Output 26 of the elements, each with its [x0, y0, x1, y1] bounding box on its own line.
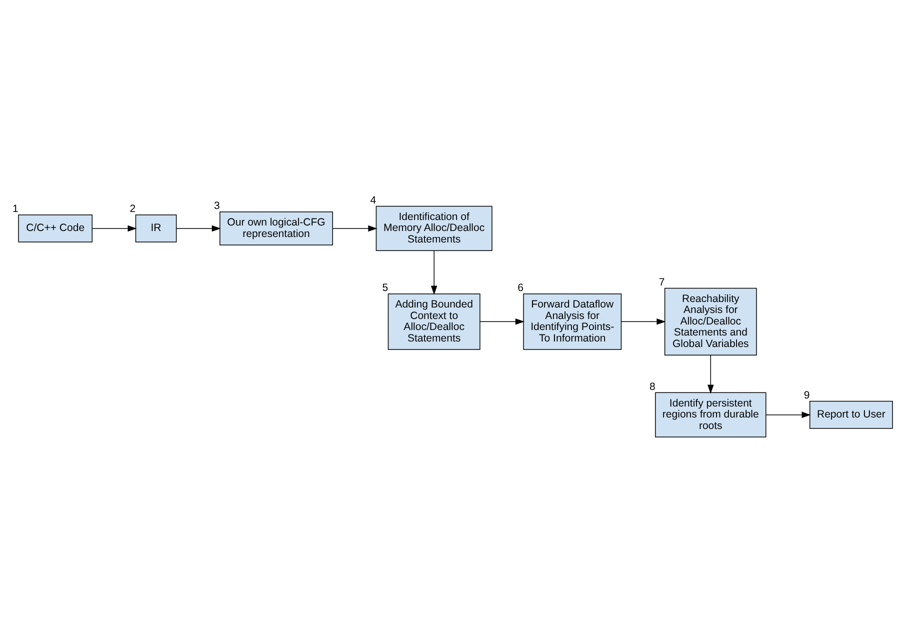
node-box: Identification of Memory Alloc/Dealloc Statements — [376, 205, 492, 250]
arrow — [480, 318, 524, 324]
node-box: Our own logical-CFG representation — [220, 211, 333, 245]
node-label: 4 — [370, 194, 376, 206]
node-label: 7 — [658, 276, 665, 288]
node-box: Forward Dataflow Analysis for Identifying Points-To Information — [523, 292, 622, 350]
arrow — [430, 250, 438, 294]
node-label: 8 — [649, 380, 656, 392]
node-label: 1 — [12, 202, 18, 215]
node-box: Report to User — [809, 400, 893, 428]
node-label: 5 — [382, 281, 388, 294]
node-box: IR — [135, 214, 177, 242]
node-label: 3 — [214, 200, 220, 212]
arrow — [766, 411, 811, 418]
arrow — [332, 224, 378, 232]
node-label: 9 — [804, 388, 810, 401]
arrow — [92, 224, 137, 232]
arrow — [176, 224, 221, 232]
arrow — [620, 318, 666, 324]
node-label: 6 — [518, 281, 524, 294]
node-box: Reachability Analysis for Alloc/Dealloc Statements and Global Variables — [664, 287, 757, 355]
arrow — [707, 354, 714, 394]
node-box: Adding Bounded Context to Alloc/Dealloc Statements — [388, 292, 480, 350]
node-box: Identify persistent regions from durable roots — [655, 392, 766, 437]
node-box: C/C++ Code — [18, 214, 93, 242]
node-label: 2 — [130, 202, 136, 215]
